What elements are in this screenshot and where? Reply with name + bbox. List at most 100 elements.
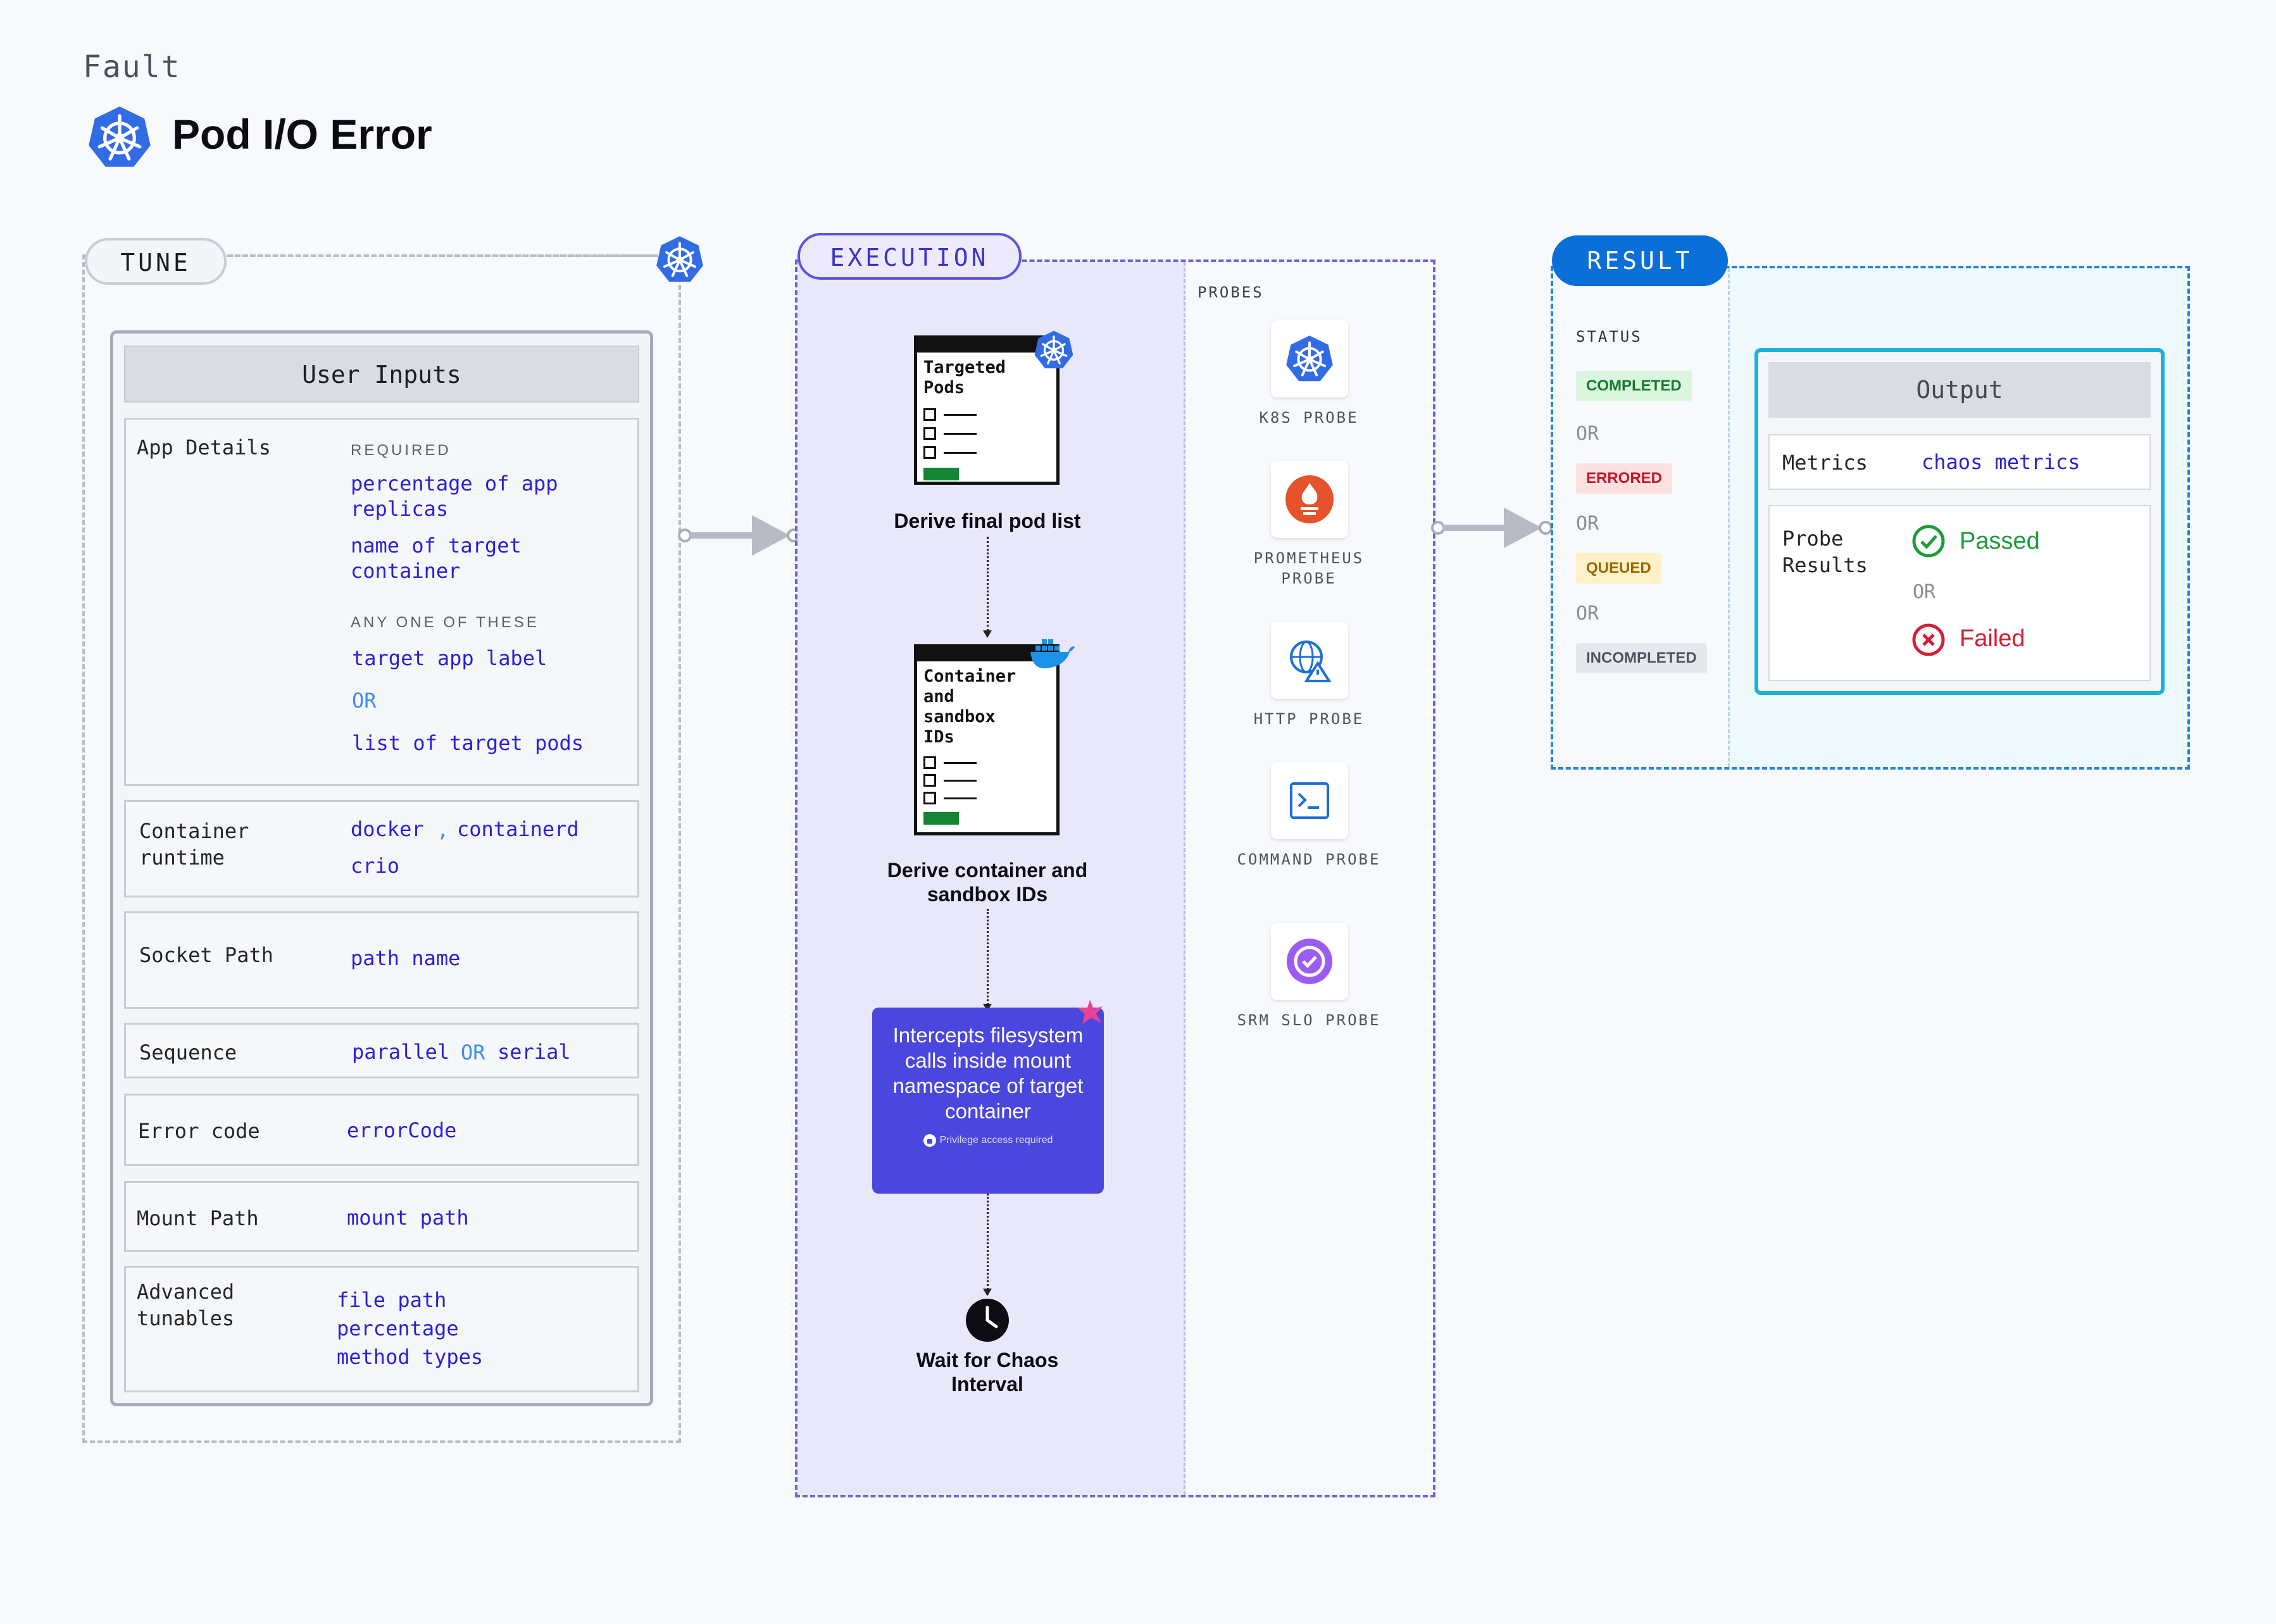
- x-circle-icon: [1912, 623, 1945, 656]
- doc-title: Targeted Pods: [923, 358, 1006, 397]
- or-separator: OR: [1913, 581, 1936, 603]
- advanced-tunables-label: Advanced tunables: [137, 1280, 235, 1330]
- flow-connector: [987, 909, 989, 1005]
- probe-label: HTTP PROBE: [1253, 710, 1365, 728]
- mount-path-row: [124, 1181, 639, 1252]
- advanced-value: method types: [337, 1345, 484, 1369]
- docker-icon: [1030, 639, 1075, 668]
- container-runtime-label: Container runtime: [139, 819, 249, 870]
- kubernetes-icon: [1033, 329, 1075, 371]
- or-separator: OR: [461, 1040, 485, 1065]
- clock-icon: [966, 1299, 1009, 1342]
- result-panel: [1551, 266, 2190, 770]
- error-code-row: [124, 1094, 639, 1166]
- srm-slo-icon: [1287, 939, 1332, 984]
- execution-divider: [1184, 262, 1185, 1495]
- kubernetes-icon: [1284, 334, 1335, 384]
- prometheus-probe-card[interactable]: [1271, 461, 1348, 538]
- k8s-probe-card[interactable]: [1271, 320, 1348, 397]
- intercept-step-box: Intercepts filesystem calls inside mount…: [872, 1008, 1104, 1194]
- flow-connector: [987, 1194, 989, 1290]
- command-probe-card[interactable]: [1271, 762, 1348, 839]
- result-divider: [1728, 268, 1730, 767]
- flow-connector: [987, 537, 989, 632]
- socket-path-row: [124, 911, 639, 1009]
- step-caption: Wait for Chaos Interval: [916, 1349, 1059, 1396]
- probe-label: PROMETHEUS PROBE: [1253, 549, 1365, 587]
- user-inputs-title: User Inputs: [124, 346, 639, 403]
- metrics-row: [1768, 434, 2151, 490]
- probe-label: COMMAND PROBE: [1237, 851, 1381, 868]
- or-separator: OR: [352, 689, 377, 713]
- any-one-value: list of target pods: [352, 731, 584, 755]
- required-value: name of target container: [351, 534, 522, 583]
- http-probe-card[interactable]: [1271, 621, 1348, 699]
- chaos-icon: [1077, 1000, 1103, 1024]
- status-badge-errored: ERRORED: [1576, 463, 1673, 494]
- status-badge-queued: QUEUED: [1576, 553, 1661, 584]
- probes-caption: PROBES: [1197, 284, 1264, 301]
- status-caption: STATUS: [1576, 328, 1642, 346]
- probe-failed-label: Failed: [1960, 625, 2025, 652]
- srm-slo-probe-card[interactable]: [1271, 923, 1348, 1000]
- intercept-text: Intercepts filesystem calls inside mount…: [892, 1023, 1084, 1123]
- or-separator: OR: [1576, 603, 1599, 625]
- advanced-tunables-row: [124, 1266, 639, 1392]
- output-title: Output: [1768, 362, 2151, 418]
- app-details-row: [124, 418, 639, 786]
- prometheus-icon: [1285, 475, 1334, 523]
- flow-arrow: [1431, 508, 1553, 548]
- probe-label: K8S PROBE: [1259, 409, 1359, 427]
- sequence-value: serial: [497, 1040, 571, 1064]
- result-pill: RESULT: [1552, 235, 1728, 286]
- privilege-note-text: Privilege access required: [939, 1135, 1053, 1146]
- container-runtime-row: [124, 800, 639, 897]
- error-code-label: Error code: [138, 1119, 260, 1143]
- kubernetes-icon: [86, 104, 153, 171]
- sequence-row: [124, 1023, 639, 1078]
- privilege-note: Privilege access required: [872, 1134, 1104, 1147]
- runtime-separator: ,: [437, 818, 449, 842]
- required-value: percentage of app replicas: [351, 472, 558, 521]
- probe-label: SRM SLO PROBE: [1237, 1011, 1381, 1029]
- socket-path-value: path name: [351, 946, 461, 970]
- probe-passed-label: Passed: [1960, 528, 2040, 554]
- doc-title: Container and sandbox IDs: [923, 666, 1016, 747]
- terminal-icon: [1290, 782, 1329, 819]
- status-badge-completed: COMPLETED: [1576, 371, 1692, 401]
- app-details-label: App Details: [137, 435, 271, 459]
- arrowhead: [983, 630, 992, 638]
- check-circle-icon: [1912, 525, 1945, 558]
- runtime-value: docker: [351, 817, 424, 841]
- required-caption: REQUIRED: [351, 442, 451, 459]
- targeted-pods-doc: Targeted Pods: [914, 335, 1060, 485]
- step-caption: Derive container and sandbox IDs: [887, 859, 1088, 906]
- kubernetes-icon: [654, 234, 705, 285]
- tune-dashed-connector: [228, 254, 656, 257]
- metrics-value: chaos metrics: [1922, 450, 2080, 474]
- sequence-value: parallel: [352, 1040, 450, 1064]
- mount-path-value: mount path: [347, 1206, 469, 1230]
- lock-icon: [923, 1134, 936, 1147]
- http-globe-icon: [1290, 640, 1332, 682]
- execution-pill: EXECUTION: [797, 233, 1022, 280]
- probe-results-label: Probe Results: [1782, 527, 1868, 577]
- arrowhead: [983, 1289, 992, 1296]
- metrics-label: Metrics: [1782, 451, 1868, 475]
- runtime-value: containerd: [457, 817, 579, 841]
- socket-path-label: Socket Path: [139, 943, 273, 967]
- mount-path-label: Mount Path: [137, 1206, 259, 1230]
- advanced-value: percentage: [337, 1316, 459, 1340]
- runtime-value: crio: [351, 854, 400, 878]
- any-one-caption: ANY ONE OF THESE: [351, 614, 539, 631]
- fault-category-label: Fault: [83, 49, 181, 85]
- step-caption: Derive final pod list: [894, 509, 1081, 532]
- error-code-value: errorCode: [347, 1118, 457, 1142]
- tune-pill: TUNE: [85, 238, 227, 285]
- container-ids-doc: Container and sandbox IDs: [914, 644, 1060, 835]
- status-badge-incompleted: INCOMPLETED: [1576, 643, 1707, 673]
- or-separator: OR: [1576, 423, 1599, 445]
- page-title: Pod I/O Error: [172, 111, 432, 158]
- advanced-value: file path: [337, 1288, 447, 1312]
- any-one-value: target app label: [352, 646, 547, 670]
